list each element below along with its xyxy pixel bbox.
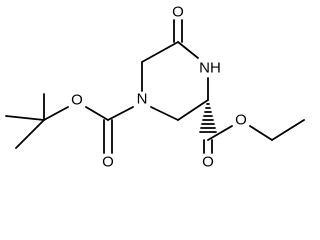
atom-boc-oxygen: O [71,92,83,109]
atom-nh: NH [199,60,221,77]
bond-c5-c6 [141,41,179,63]
hashed-wedge-bond [199,103,217,133]
bond-ester-o-me [249,125,273,141]
atom-boc-carbonyl-oxygen: O [102,154,114,171]
molecule-structure: O NH N O O O O [5,4,305,171]
atom-ester-oxygen: O [235,112,247,129]
atom-ester-carbonyl-oxygen: O [202,154,214,171]
bond-tbu-methyl-down [15,119,45,149]
bond-tbu-methyl-left [5,115,45,121]
bond-boc-c-o [85,106,109,121]
bond-boc-o-tbu [43,106,69,121]
bond-n1-boc-c [107,106,134,121]
bond-me-end [271,119,305,141]
bond-ester-c-o [207,125,233,141]
bond-nh-c5 [177,41,199,59]
atom-n1: N [137,91,148,108]
bond-c2-c3 [177,99,209,121]
atom-ketone-oxygen: O [172,4,184,21]
bond-n1-c2 [150,106,179,121]
